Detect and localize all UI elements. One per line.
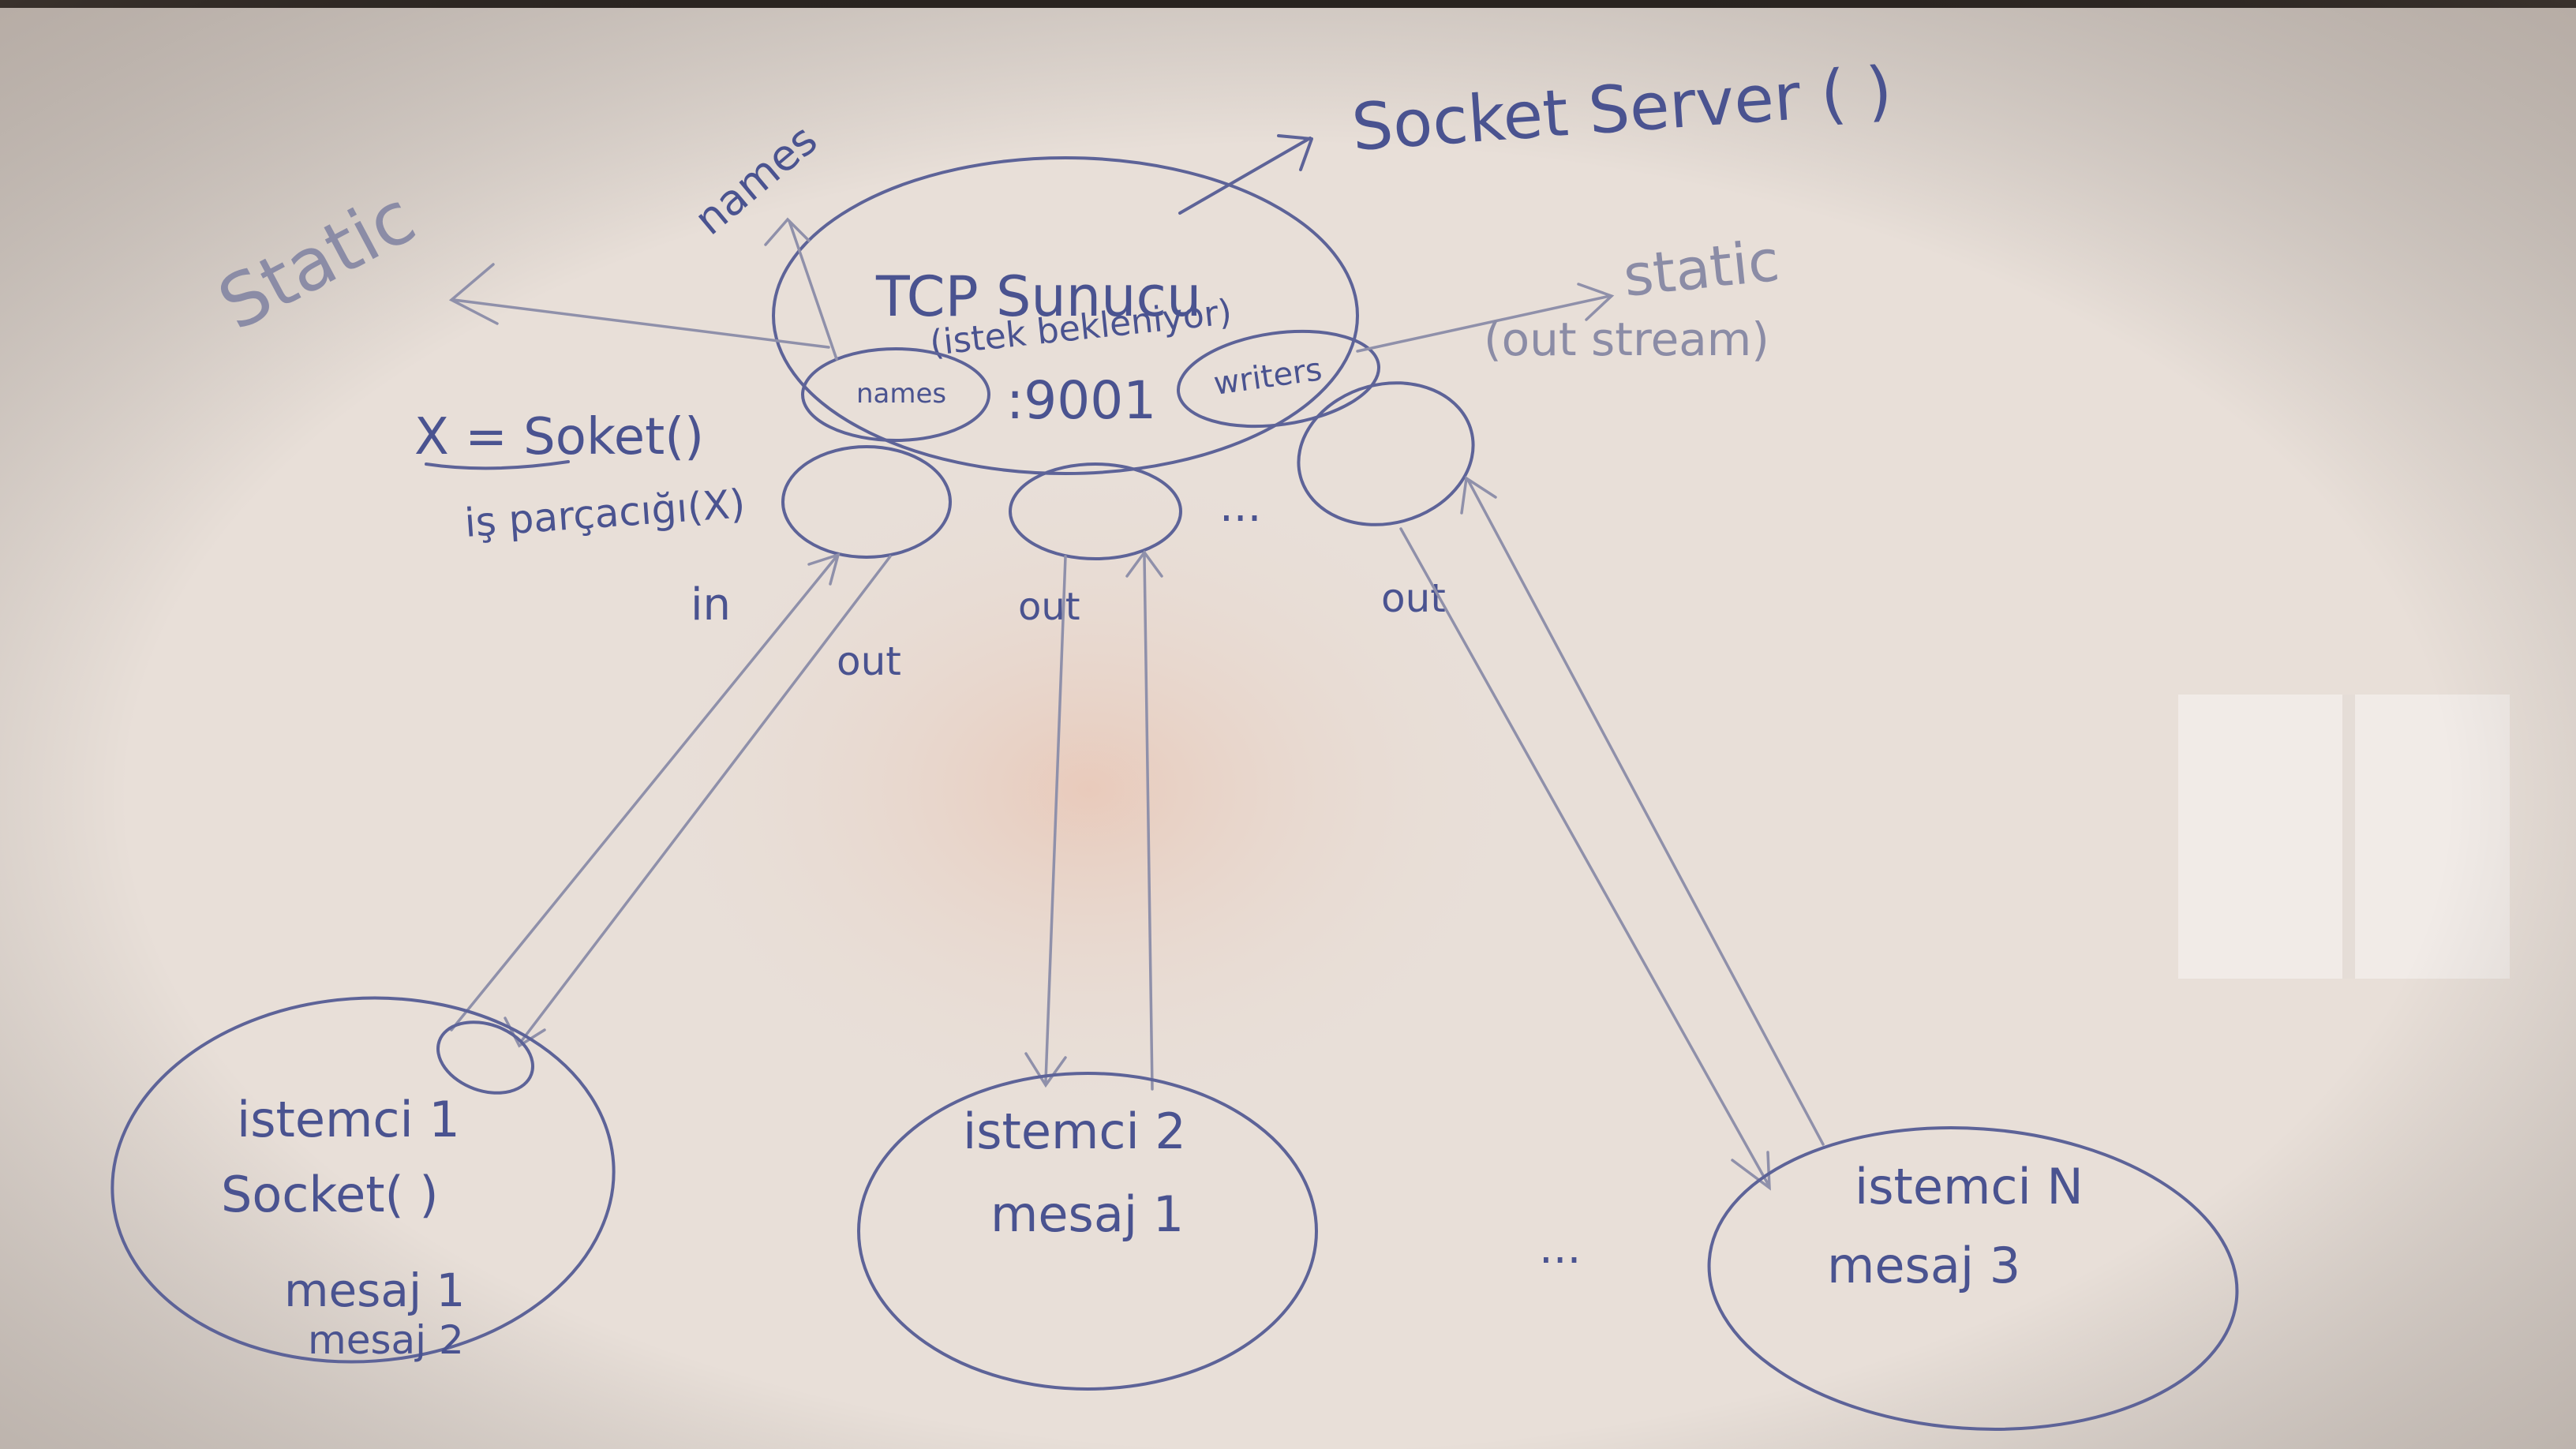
- ellipsis-top: ...: [1219, 481, 1261, 532]
- client-2-line-1: mesaj 1: [990, 1185, 1184, 1243]
- client-1-line-1: Socket( ): [221, 1166, 439, 1223]
- names-box: [801, 347, 990, 442]
- out-label-2: out: [1018, 585, 1080, 629]
- ellipsis-bottom: ...: [1539, 1222, 1581, 1274]
- server-title: TCP Sunucu: [875, 264, 1201, 329]
- client-1-line-2: mesaj 1: [284, 1264, 465, 1317]
- out-stream-label: (out stream): [1484, 313, 1769, 366]
- static-right-arrow: [1356, 283, 1615, 353]
- client-1-ellipse: [110, 996, 616, 1364]
- socket-assign-underline: [425, 460, 570, 470]
- thread-ellipse-1: [781, 445, 952, 559]
- client-n-ellipse: [1707, 1126, 2239, 1431]
- in-label: in: [691, 579, 731, 631]
- client-1-name: istemci 1: [237, 1091, 460, 1148]
- client-1-socket-ellipse: [436, 1020, 535, 1095]
- conn-client1-in: [450, 552, 841, 1032]
- server-ellipse: [772, 156, 1359, 475]
- client-2-ellipse: [857, 1072, 1318, 1391]
- conn-client2-out: [1024, 555, 1067, 1088]
- client-2-name: istemci 2: [963, 1103, 1186, 1160]
- client-n-name: istemci N: [1855, 1158, 2084, 1215]
- writers-box: [1176, 329, 1381, 429]
- thread-ellipse-3: [1297, 381, 1475, 526]
- conn-clientN-out: [1399, 527, 1771, 1191]
- out-label-1: out: [837, 638, 901, 684]
- names-box-label: names: [856, 378, 946, 410]
- client-1-line-3: mesaj 2: [308, 1317, 464, 1363]
- out-label-3: out: [1381, 575, 1446, 621]
- static-right-label: static: [1620, 227, 1782, 309]
- thread-ellipse-2: [1009, 462, 1182, 560]
- names-arrow: [764, 217, 838, 361]
- static-left-arrow: [448, 263, 830, 349]
- socket-assign-label: X = Soket(): [414, 408, 704, 466]
- socket-server-arrow: [1178, 134, 1313, 215]
- server-port: :9001: [1006, 370, 1156, 431]
- conn-clientN-in: [1460, 476, 1825, 1146]
- conn-client2-in: [1125, 550, 1163, 1091]
- client-n-line-1: mesaj 3: [1827, 1237, 2020, 1294]
